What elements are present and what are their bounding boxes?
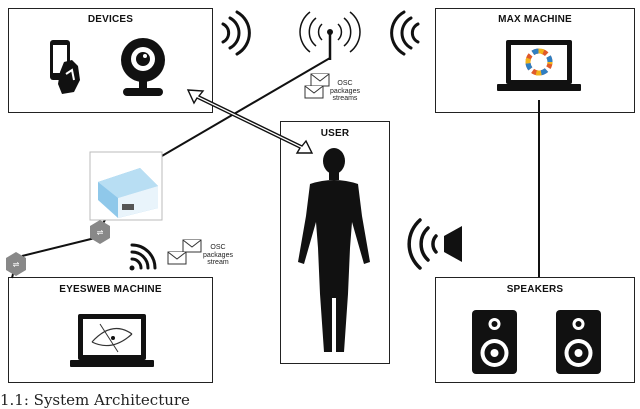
devices-box: DEVICES — [8, 8, 213, 113]
wifi-signal-icon — [390, 10, 420, 56]
osc-bottom-label: OSC packages stream — [203, 244, 233, 267]
user-box: USER — [280, 121, 390, 364]
usb-icon: ⇌ — [90, 220, 110, 244]
osc-bottom-line-1: OSC — [210, 244, 226, 251]
max-machine-title: MAX MACHINE — [498, 14, 572, 25]
eyesweb-laptop-icon — [70, 314, 154, 367]
devices-title: DEVICES — [87, 14, 134, 25]
antenna-router-line — [154, 57, 331, 161]
speaker-icon — [407, 218, 462, 270]
speakers-title: SPEAKERS — [506, 284, 564, 295]
svg-text:⇌: ⇌ — [97, 228, 104, 237]
osc-top-line-2: packages — [330, 87, 360, 95]
envelope-icon — [304, 73, 330, 99]
osc-top-label: OSC packages streams — [330, 80, 360, 103]
user-silhouette-icon — [298, 148, 370, 352]
speakers-box: SPEAKERS — [435, 277, 635, 383]
wifi-signal-icon — [129, 243, 157, 271]
wifi-signal-icon — [221, 10, 251, 56]
svg-text:⇌: ⇌ — [13, 260, 20, 269]
osc-bottom-line-3: stream — [207, 259, 229, 266]
devices-user-arrow — [186, 89, 314, 154]
speaker-icon — [472, 310, 517, 374]
usb-usb-line — [21, 237, 96, 257]
antenna-icon — [299, 11, 361, 60]
webcam-icon — [121, 38, 165, 96]
osc-top-line-1: OSC — [337, 80, 353, 87]
speaker-icon — [556, 310, 601, 374]
osc-bottom-line-2: packages — [203, 251, 233, 259]
max-laptop-icon — [497, 40, 581, 91]
osc-top-line-3: streams — [332, 95, 358, 102]
smartphone-hand-icon — [50, 40, 80, 94]
figure-caption: 1.1: System Architecture — [0, 391, 190, 409]
user-title: USER — [320, 128, 350, 139]
eyesweb-machine-title: EYESWEB MACHINE — [59, 284, 162, 295]
envelope-icon — [167, 239, 202, 265]
wifi-router-icon — [89, 151, 163, 221]
usb-icon: ⇌ — [6, 252, 26, 276]
